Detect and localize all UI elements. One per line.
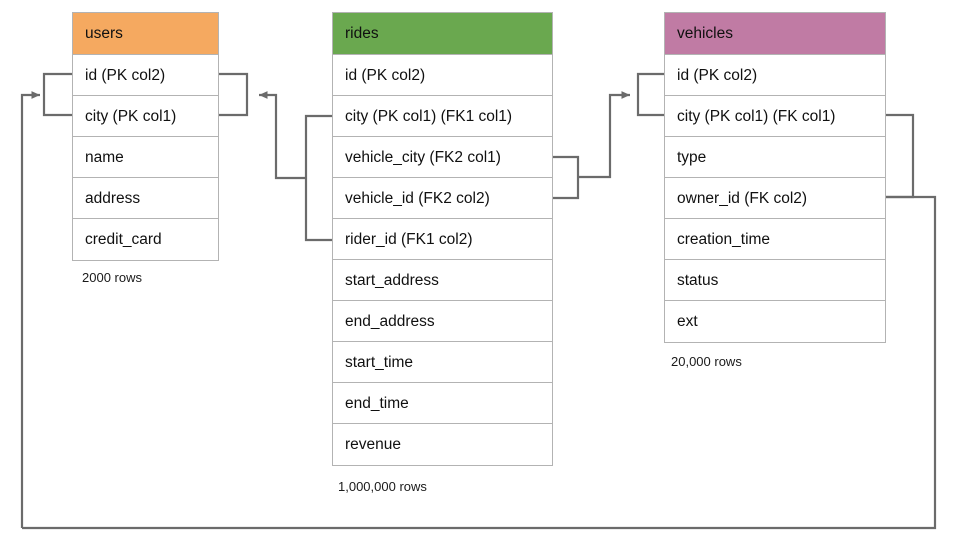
table-row[interactable]: vehicle_city (FK2 col1) xyxy=(333,137,552,178)
connector-vehicles-owner-to-users-arrow xyxy=(20,91,40,528)
entity-users[interactable]: users id (PK col2) city (PK col1) name a… xyxy=(72,12,219,261)
table-row[interactable]: owner_id (FK col2) xyxy=(665,178,885,219)
table-row[interactable]: end_address xyxy=(333,301,552,342)
entity-vehicles-row-count: 20,000 rows xyxy=(671,354,742,369)
table-row[interactable]: id (PK col2) xyxy=(73,55,218,96)
table-row[interactable]: start_address xyxy=(333,260,552,301)
connector-vehicles-right-bracket xyxy=(886,113,915,199)
table-row[interactable]: credit_card xyxy=(73,219,218,260)
entity-rides[interactable]: rides id (PK col2) city (PK col1) (FK1 c… xyxy=(332,12,553,466)
table-row[interactable]: revenue xyxy=(333,424,552,465)
connector-rides-right-bracket xyxy=(553,155,580,200)
table-row[interactable]: id (PK col2) xyxy=(665,55,885,96)
connector-users-left-bracket xyxy=(42,72,72,117)
table-row[interactable]: creation_time xyxy=(665,219,885,260)
table-row[interactable]: status xyxy=(665,260,885,301)
table-row[interactable]: type xyxy=(665,137,885,178)
table-row[interactable]: name xyxy=(73,137,218,178)
table-row[interactable]: city (PK col1) xyxy=(73,96,218,137)
table-row[interactable]: id (PK col2) xyxy=(333,55,552,96)
entity-rides-row-count: 1,000,000 rows xyxy=(338,479,427,494)
table-row[interactable]: start_time xyxy=(333,342,552,383)
entity-vehicles-title: vehicles xyxy=(665,13,885,55)
connector-rides-left-bracket xyxy=(304,114,332,242)
table-row[interactable]: city (PK col1) (FK1 col1) xyxy=(333,96,552,137)
table-row[interactable]: city (PK col1) (FK col1) xyxy=(665,96,885,137)
connector-users-right-bracket xyxy=(219,72,249,117)
table-row[interactable]: ext xyxy=(665,301,885,342)
entity-users-row-count: 2000 rows xyxy=(82,270,142,285)
table-row[interactable]: vehicle_id (FK2 col2) xyxy=(333,178,552,219)
entity-rides-title: rides xyxy=(333,13,552,55)
table-row[interactable]: address xyxy=(73,178,218,219)
entity-vehicles[interactable]: vehicles id (PK col2) city (PK col1) (FK… xyxy=(664,12,886,343)
table-row[interactable]: end_time xyxy=(333,383,552,424)
table-row[interactable]: rider_id (FK1 col2) xyxy=(333,219,552,260)
entity-users-title: users xyxy=(73,13,218,55)
connector-rides-vehicle-to-vehicles xyxy=(578,91,630,179)
connector-rides-rider-to-users xyxy=(259,91,306,180)
connector-vehicles-left-bracket xyxy=(636,72,664,117)
